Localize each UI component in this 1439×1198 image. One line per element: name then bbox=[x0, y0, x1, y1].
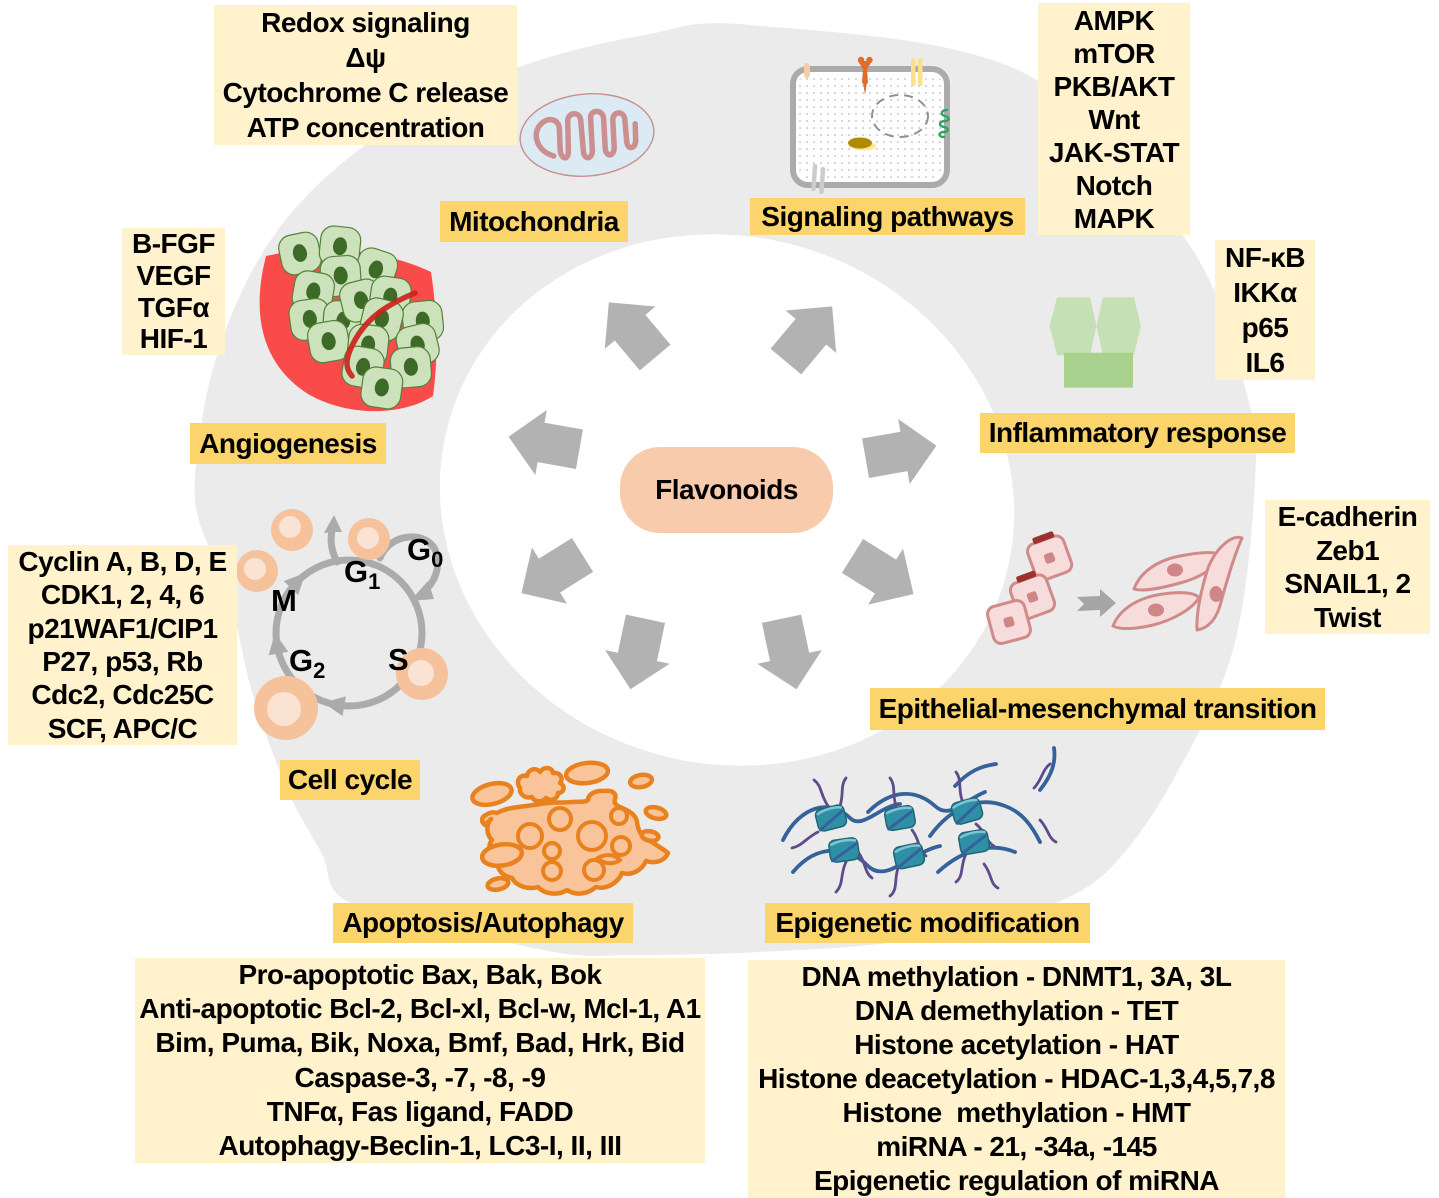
svg-text:M: M bbox=[271, 583, 297, 618]
svg-text:S: S bbox=[388, 642, 409, 677]
